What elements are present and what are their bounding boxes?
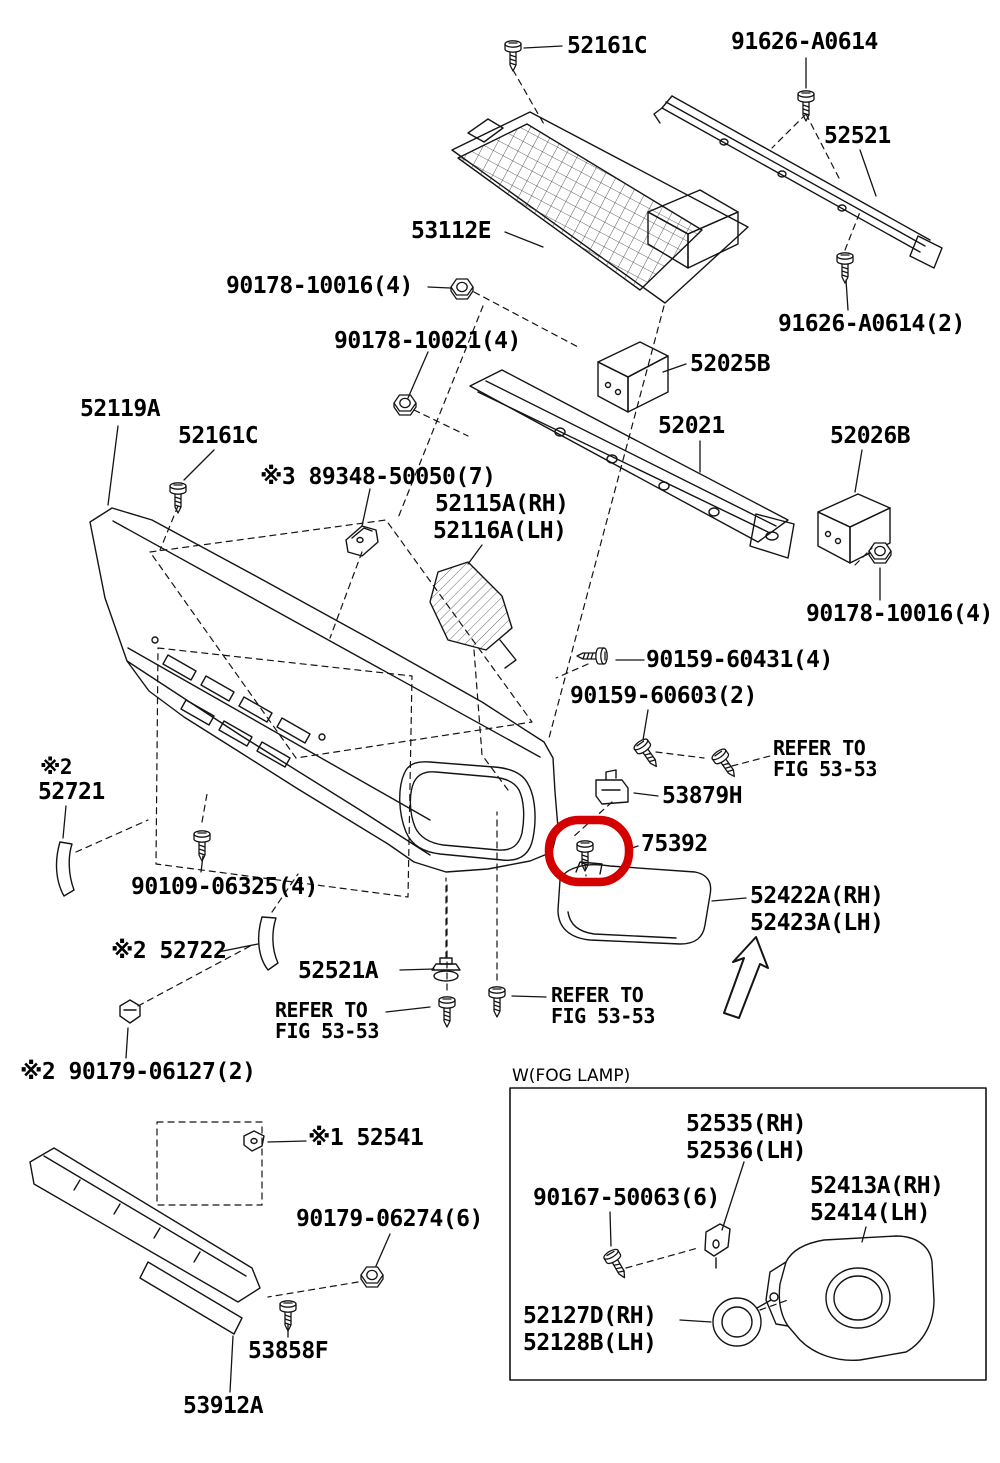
clip-52521a <box>431 957 461 982</box>
fasteners <box>169 40 892 1332</box>
bumper-cover-52119a <box>89 507 559 873</box>
bracket-52026b <box>817 493 891 564</box>
fog-lamp-box <box>509 1087 987 1381</box>
bracket-52535 <box>704 1223 731 1269</box>
fog-cover-52422a <box>557 861 712 945</box>
dashed-lines <box>75 69 873 1311</box>
assembly-arrow <box>723 936 769 1019</box>
fog-lamp-52127d <box>712 1292 779 1347</box>
strip-52721 <box>55 841 75 897</box>
impact-bar-52021 <box>469 369 795 559</box>
highlight-ring <box>544 815 634 887</box>
trim-53912a <box>29 1147 261 1335</box>
bracket-52025b <box>597 341 669 413</box>
leader-lines <box>62 45 881 1393</box>
clip-53879h <box>595 769 629 805</box>
bracket-52115a <box>429 561 517 669</box>
reinforcement-52521 <box>653 95 943 269</box>
grille-53112e <box>451 111 749 304</box>
fog-housing-52413a <box>765 1235 935 1362</box>
strip-52722 <box>257 916 279 971</box>
clip-52541 <box>243 1130 265 1152</box>
clip-90179-06127 <box>119 999 141 1024</box>
